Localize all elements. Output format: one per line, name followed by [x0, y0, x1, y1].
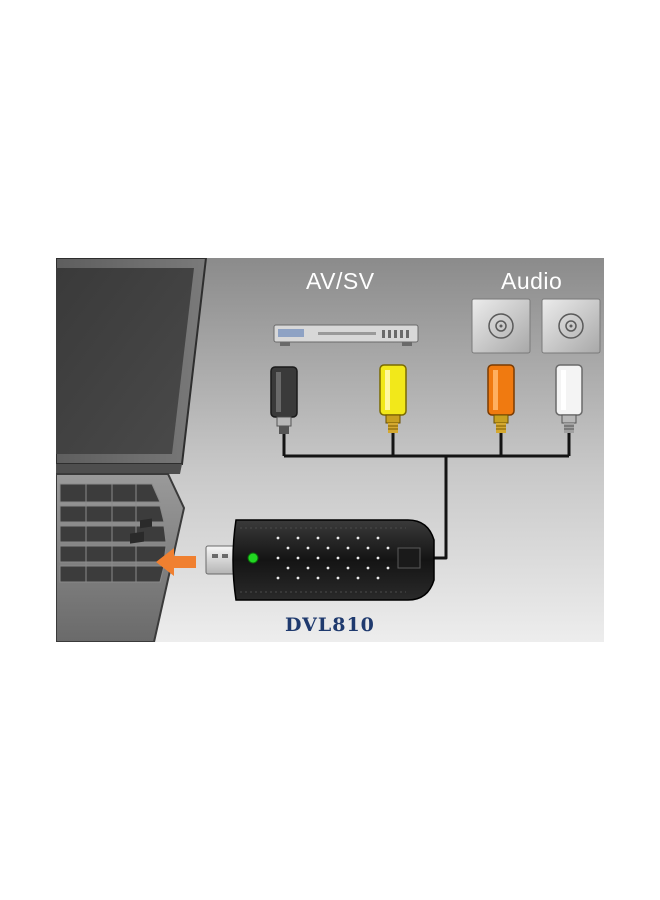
- diagram-canvas: [56, 258, 604, 642]
- audio-source-label: Audio: [501, 268, 563, 294]
- cd-disc-icon: [471, 298, 531, 354]
- video-source-label: AV/SV: [306, 268, 375, 294]
- led-indicator: [247, 552, 259, 564]
- cable-harness: [282, 433, 571, 560]
- rca-plug-yellow-icon: [379, 364, 407, 433]
- cd-disc-icon: [541, 298, 601, 354]
- rca-plug-white-icon: [555, 364, 583, 433]
- connection-diagram: [56, 258, 604, 642]
- dvd-player-icon: [273, 324, 419, 346]
- arrow-left-icon: [156, 548, 196, 576]
- device-model-label: DVL810: [285, 614, 375, 636]
- laptop-icon: [56, 258, 208, 642]
- rca-plug-orange-icon: [487, 364, 515, 433]
- svideo-plug-icon: [270, 366, 298, 434]
- capture-device: [205, 519, 435, 601]
